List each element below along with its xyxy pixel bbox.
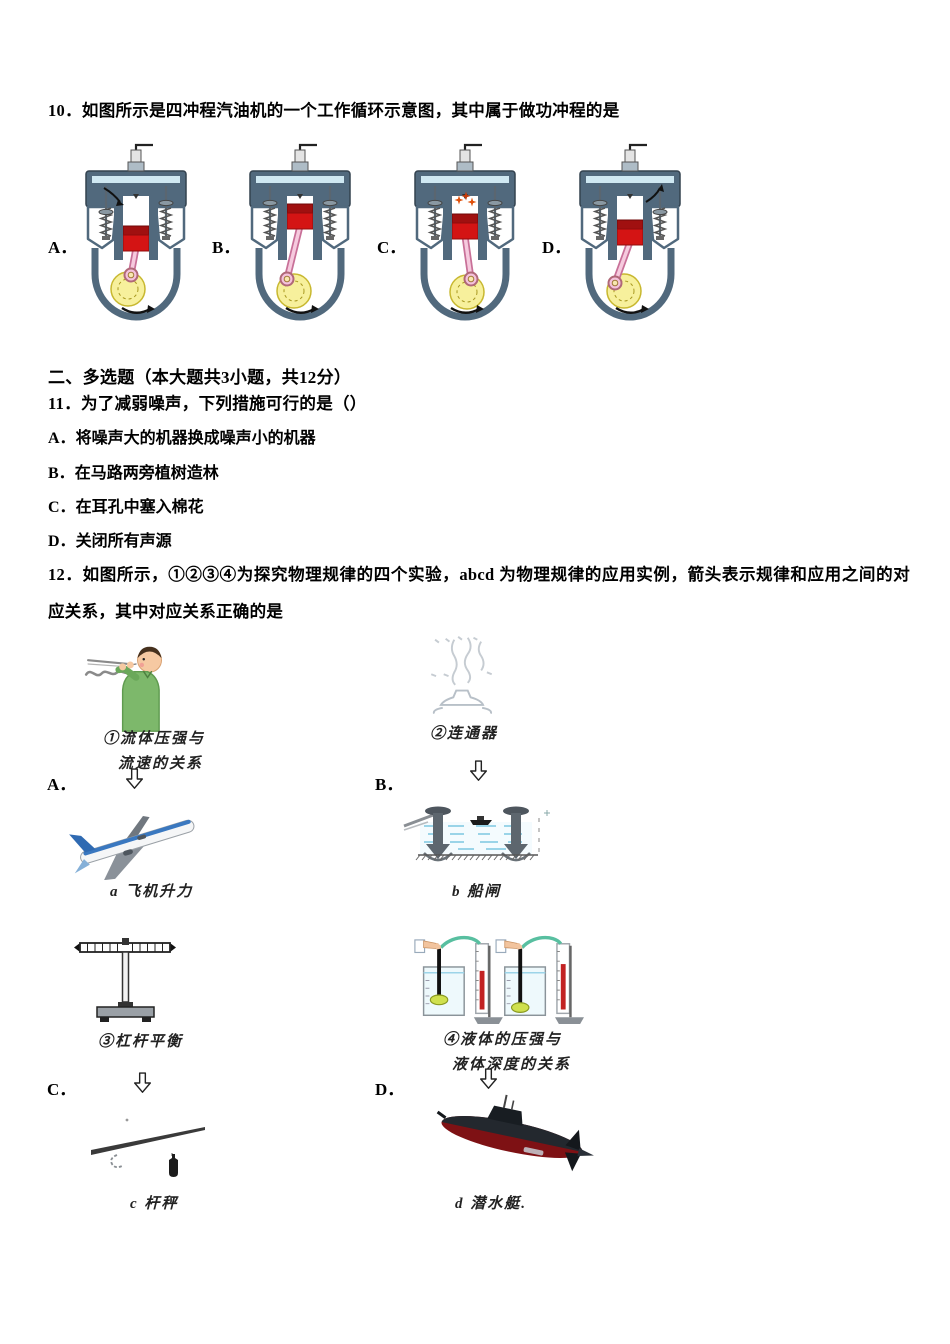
q12-option-b-label: B． [375, 775, 404, 794]
engine-compression-stroke-figure [244, 142, 356, 335]
question-10-number: 10． [48, 101, 82, 120]
q10-option-a-label: A． [48, 238, 78, 257]
question-10-text: 如图所示是四冲程汽油机的一个工作循环示意图，其中属于做功冲程的是 [81, 101, 620, 120]
application-d-caption: d 潜水艇. [455, 1196, 528, 1212]
section-2-heading: 二、多选题（本大题共3小题，共12分） [48, 368, 352, 387]
experiment-1-caption-line1: ①流体压强与 [103, 731, 206, 747]
q10-option-b-label: B． [212, 238, 241, 257]
down-arrow-icon [134, 1072, 151, 1099]
q11-option-d: D．关闭所有声源 [48, 527, 172, 551]
application-a-caption: a 飞机升力 [110, 884, 194, 900]
q12-option-d-label: D． [375, 1080, 405, 1099]
experiment-3-caption: ③杠杆平衡 [98, 1034, 184, 1050]
down-arrow-icon [480, 1068, 497, 1095]
steelyard-figure [83, 1098, 213, 1195]
question-12-number: 12． [48, 565, 83, 584]
connected-vessel-experiment-figure [408, 632, 514, 733]
liquid-pressure-experiment-figure [412, 932, 584, 1034]
q10-option-d-label: D． [542, 238, 572, 257]
q11-option-b-text: 在马路两旁植树造林 [74, 465, 219, 482]
q10-option-c-label: C． [377, 238, 407, 257]
question-11-number: 11． [48, 394, 81, 413]
q11-option-b: B．在马路两旁植树造林 [48, 459, 219, 483]
q12-option-c-label: C． [47, 1080, 77, 1099]
q11-option-d-label: D． [48, 533, 76, 550]
experiment-4-caption-line1: ④液体的压强与 [443, 1032, 563, 1048]
q11-option-a-label: A． [48, 430, 76, 447]
application-b-caption: b 船闸 [452, 884, 502, 900]
airplane-lift-figure [68, 795, 218, 885]
experiment-2-caption: ②连通器 [430, 726, 499, 742]
engine-power-stroke-figure [409, 142, 521, 335]
q11-option-a: A．将噪声大的机器换成噪声小的机器 [48, 424, 316, 448]
engine-exhaust-stroke-figure [574, 142, 686, 335]
question-11-text: 为了减弱噪声，下列措施可行的是（） [81, 394, 367, 413]
q11-option-a-text: 将噪声大的机器换成噪声小的机器 [75, 430, 316, 447]
q11-option-c-label: C． [48, 499, 76, 516]
down-arrow-icon [470, 760, 487, 787]
experiment-1-caption-line2: 流速的关系 [118, 756, 204, 772]
question-12-text: 如图所示，①②③④为探究物理规律的四个实验，abcd 为物理规律的应用实例，箭头… [48, 565, 910, 621]
q11-option-c: C．在耳孔中塞入棉花 [48, 493, 204, 517]
question-12-stem: 12．如图所示，①②③④为探究物理规律的四个实验，abcd 为物理规律的应用实例… [48, 556, 910, 630]
engine-intake-stroke-figure [80, 142, 192, 335]
experiment-4-caption-line2: 液体深度的关系 [452, 1057, 572, 1073]
ship-lock-figure [398, 798, 558, 883]
q12-option-a-label: A． [47, 775, 77, 794]
question-11-stem: 11．为了减弱噪声，下列措施可行的是（） [48, 390, 367, 414]
lever-balance-experiment-figure [73, 930, 178, 1033]
submarine-figure [430, 1085, 595, 1190]
q11-option-d-text: 关闭所有声源 [75, 533, 172, 550]
application-c-caption: c 杆秤 [130, 1196, 179, 1212]
question-10-stem: 10．如图所示是四冲程汽油机的一个工作循环示意图，其中属于做功冲程的是 [48, 97, 620, 121]
down-arrow-icon [126, 768, 143, 795]
q11-option-b-label: B． [48, 465, 75, 482]
q11-option-c-text: 在耳孔中塞入棉花 [75, 499, 204, 516]
fluid-pressure-experiment-figure [78, 640, 198, 741]
